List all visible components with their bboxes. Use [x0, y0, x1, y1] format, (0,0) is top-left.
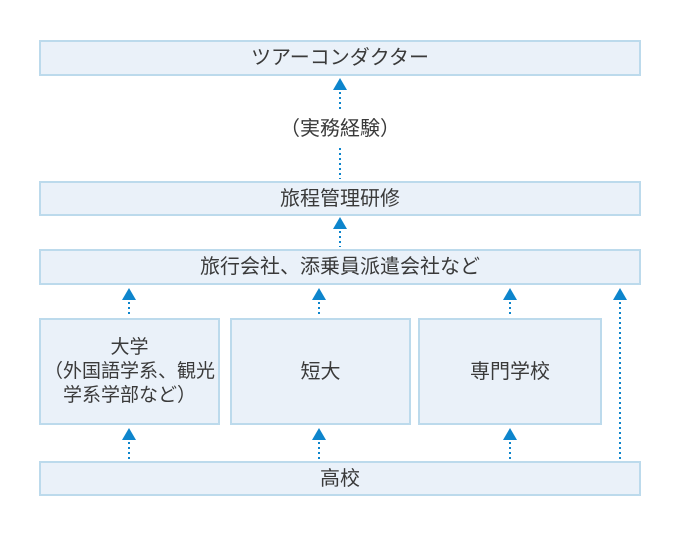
- arrowhead-up-icon: [312, 428, 326, 440]
- arrow-training-to-tour-conductor-lower: [333, 148, 347, 179]
- arrowhead-up-icon: [122, 288, 136, 300]
- arrowhead-up-icon: [312, 288, 326, 300]
- dotted-line: [128, 442, 130, 459]
- arrowhead-up-icon: [333, 78, 347, 90]
- box-university-label-line1: 大学: [110, 336, 149, 358]
- dotted-line: [509, 442, 511, 459]
- arrow-companies-to-training: [333, 217, 347, 247]
- arrow-training-to-tour-conductor-upper: [333, 78, 347, 112]
- dotted-line: [318, 302, 320, 317]
- arrow-junior-college-to-companies: [312, 288, 326, 317]
- box-tour-conductor-label: ツアーコンダクター: [251, 47, 429, 69]
- arrowhead-up-icon: [503, 288, 517, 300]
- dotted-line: [619, 302, 621, 459]
- box-high-school-label: 高校: [320, 467, 360, 490]
- dotted-line: [339, 231, 341, 247]
- arrow-university-to-companies: [122, 288, 136, 317]
- box-vocational-school: 専門学校: [418, 318, 602, 425]
- arrow-highschool-to-junior-college: [312, 428, 326, 459]
- arrow-highschool-to-companies: [613, 288, 627, 459]
- dotted-line: [128, 302, 130, 317]
- box-vocational-school-label: 専門学校: [470, 360, 550, 383]
- arrow-vocational-to-companies: [503, 288, 517, 317]
- box-university-label-line2: （外国語学系、観光: [43, 360, 215, 382]
- box-travel-companies: 旅行会社、添乗員派遣会社など: [39, 249, 641, 285]
- box-tour-conductor: ツアーコンダクター: [39, 40, 641, 76]
- practical-experience-note: （実務経験）: [280, 118, 400, 140]
- dotted-line: [339, 92, 341, 112]
- box-junior-college: 短大: [230, 318, 411, 425]
- arrowhead-up-icon: [122, 428, 136, 440]
- box-university: 大学 （外国語学系、観光 学系学部など）: [39, 318, 220, 425]
- arrow-highschool-to-vocational: [503, 428, 517, 459]
- box-travel-companies-label: 旅行会社、添乗員派遣会社など: [200, 256, 480, 278]
- box-itinerary-training: 旅程管理研修: [39, 181, 641, 216]
- dotted-line: [339, 148, 341, 179]
- dotted-line: [509, 302, 511, 317]
- dotted-line: [318, 442, 320, 459]
- arrowhead-up-icon: [503, 428, 517, 440]
- box-high-school: 高校: [39, 461, 641, 496]
- box-junior-college-label: 短大: [300, 360, 341, 383]
- box-university-label-line3: 学系学部など）: [62, 384, 196, 406]
- arrowhead-up-icon: [333, 217, 347, 229]
- arrowhead-up-icon: [613, 288, 627, 300]
- box-itinerary-training-label: 旅程管理研修: [280, 187, 400, 210]
- arrow-highschool-to-university: [122, 428, 136, 459]
